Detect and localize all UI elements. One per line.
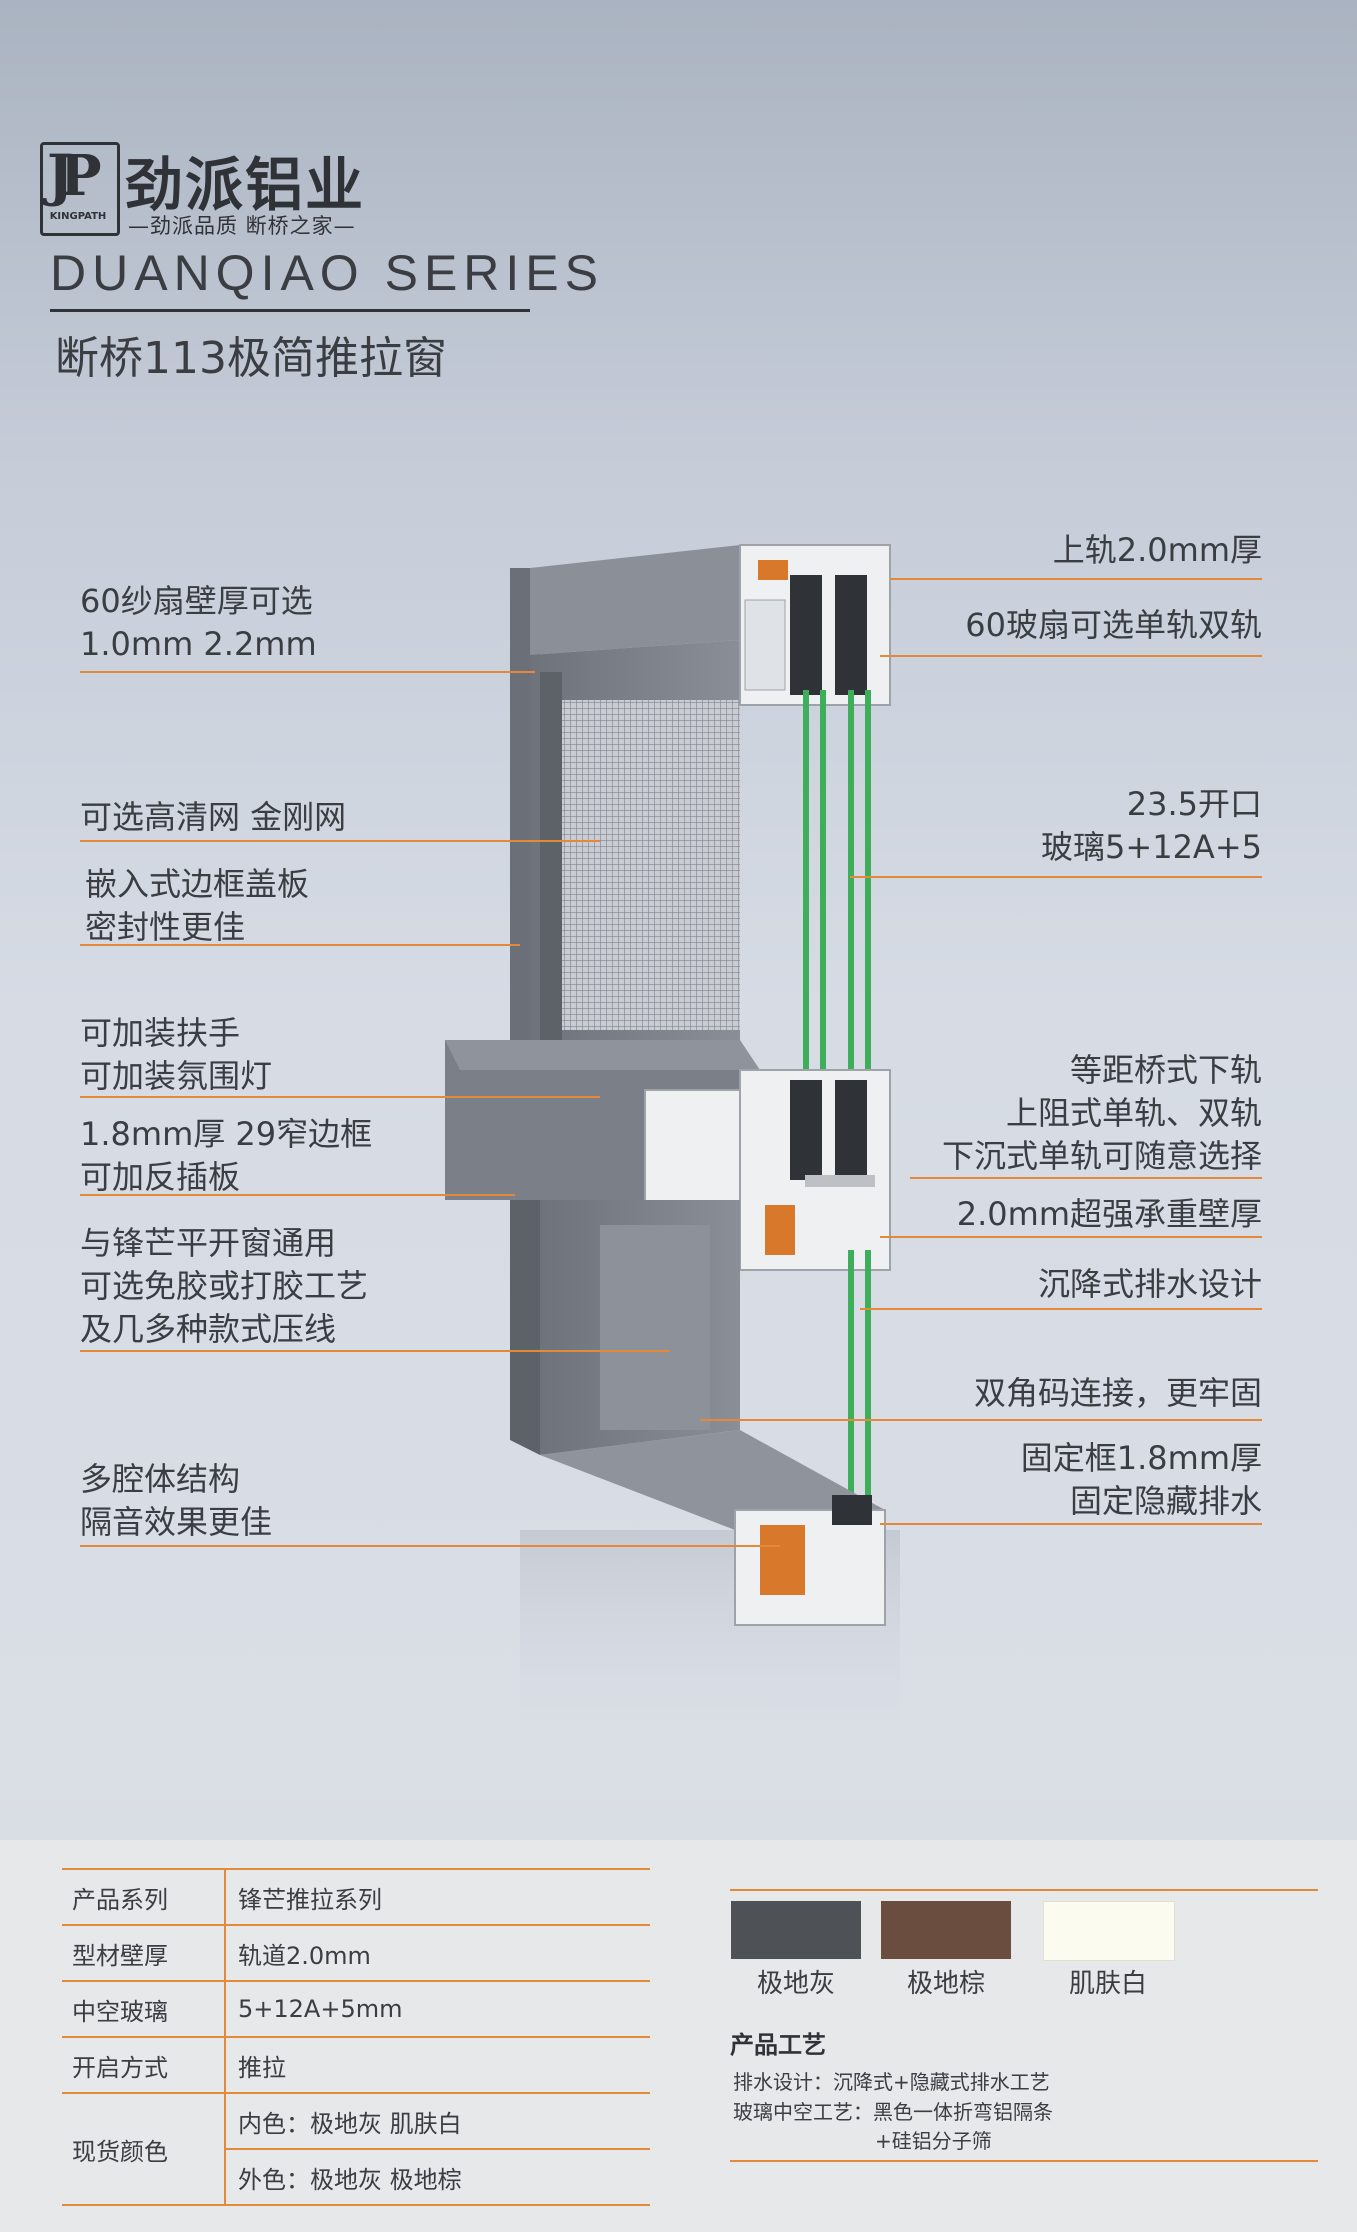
callout-top-rail: 上轨2.0mm厚 (1052, 531, 1262, 569)
spec-key: 中空玻璃 (62, 1981, 226, 2038)
table-row: 开启方式 推拉 (62, 2037, 650, 2094)
spec-key: 现货颜色 (62, 2093, 226, 2206)
top-rail-gasket-2 (835, 575, 867, 695)
callout-cover-plate-leader (80, 944, 520, 946)
swatch-label: 极地棕 (906, 1969, 985, 1999)
bottom-rail-track (805, 1175, 875, 1187)
bottom-sill-gasket (832, 1495, 872, 1525)
callout-screen-mesh-leader (80, 840, 600, 842)
swatch-divider (730, 1889, 1318, 1891)
sash-top-rail (530, 545, 740, 655)
callout-bottom-rail-leader (910, 1177, 1262, 1179)
middle-sill-top (445, 1040, 760, 1070)
spec-value: 轨道2.0mm (225, 1925, 650, 1982)
product-title: 断桥113极简推拉窗 (55, 333, 447, 384)
color-swatch-white (1043, 1901, 1175, 1961)
craft-divider (730, 2160, 1318, 2162)
series-title: DUANQIAO SERIES (50, 245, 604, 301)
callout-handle-light-leader (80, 1096, 600, 1098)
table-row: 产品系列 锋芒推拉系列 (62, 1868, 650, 1926)
callout-handle-light: 可加装扶手可加装氛围灯 (80, 1014, 273, 1095)
window-profile-illustration (445, 544, 900, 1750)
bottom-sill-profile (734, 1509, 886, 1626)
bottom-rail-thermal-strip (765, 1205, 795, 1255)
logo-frame (40, 142, 120, 236)
swatch-label: 极地灰 (756, 1969, 835, 1999)
bottom-sill-thermal-strip (760, 1525, 805, 1595)
swatch-label: 肌肤白 (1068, 1969, 1147, 1999)
craft-line: +硅铝分子筛 (875, 2129, 992, 2153)
callout-screen-mesh: 可选高清网 金刚网 (80, 798, 347, 836)
glass-pane-3 (848, 690, 854, 1070)
callout-corner-connector-leader (700, 1419, 1262, 1421)
callout-top-rail-leader (890, 578, 1262, 580)
spec-value: 5+12A+5mm (225, 1981, 650, 2038)
callout-corner-connector: 双角码连接，更牢固 (973, 1374, 1262, 1412)
glass-pane-4 (865, 690, 871, 1070)
spec-key: 开启方式 (62, 2037, 226, 2094)
callout-glass-sash: 60玻扇可选单轨双轨 (965, 606, 1262, 644)
callout-load-wall-leader (880, 1236, 1262, 1238)
spec-value: 外色：极地灰 极地棕 (225, 2149, 650, 2206)
table-row: 中空玻璃 5+12A+5mm (62, 1981, 650, 2038)
brand-slogan: —劲派品质 断桥之家— (128, 214, 356, 238)
callout-narrow-frame: 1.8mm厚 29窄边框可加反插板 (80, 1115, 373, 1196)
callout-cover-plate: 嵌入式边框盖板密封性更佳 (85, 865, 310, 946)
fixed-glass-pane-2 (865, 1250, 871, 1510)
callout-glazing-bead: 与锋芒平开窗通用可选免胶或打胶工艺及几多种款式压线 (80, 1224, 369, 1348)
spec-value: 推拉 (225, 2037, 650, 2094)
brand-name: 劲派铝业 (125, 151, 366, 219)
color-swatch-gray (731, 1901, 861, 1959)
table-row: 外色：极地灰 极地棕 (62, 2149, 650, 2206)
fixed-frame-panel (600, 1225, 710, 1430)
color-swatch-brown (881, 1901, 1011, 1959)
sash-inner-edge (540, 672, 562, 1042)
spec-table: 产品系列 锋芒推拉系列 型材壁厚 轨道2.0mm 中空玻璃 5+12A+5mm … (62, 1868, 650, 2206)
callout-narrow-frame-leader (80, 1194, 515, 1196)
glass-pane-2 (820, 690, 826, 1070)
top-rail-gasket-1 (790, 575, 822, 695)
craft-title: 产品工艺 (730, 2031, 826, 2059)
craft-line: 玻璃中空工艺：黑色一体折弯铝隔条 (733, 2100, 1053, 2124)
glass-pane-1 (803, 690, 809, 1070)
spec-key: 型材壁厚 (62, 1925, 226, 1982)
callout-sash-wall-leader (80, 671, 535, 673)
logo-subtext: KINGPATH (49, 211, 107, 222)
callout-load-wall: 2.0mm超强承重壁厚 (956, 1195, 1262, 1233)
table-row: 型材壁厚 轨道2.0mm (62, 1925, 650, 1982)
fixed-glass-pane-1 (848, 1250, 854, 1510)
top-rail-thermal-strip (758, 560, 788, 580)
spec-value: 锋芒推拉系列 (225, 1868, 650, 1926)
callout-fixed-frame-leader (880, 1523, 1262, 1525)
callout-fixed-frame: 固定框1.8mm厚固定隐藏排水 (1020, 1439, 1262, 1520)
callout-multi-chamber-leader (80, 1545, 780, 1547)
spec-value: 内色：极地灰 肌肤白 (225, 2093, 650, 2150)
callout-bottom-rail: 等距桥式下轨上阻式单轨、双轨下沉式单轨可随意选择 (941, 1051, 1262, 1175)
logo-mark: JP (47, 143, 102, 209)
bottom-rail-gasket-1 (790, 1080, 822, 1180)
callout-glass-spec-leader (850, 876, 1262, 878)
fixed-frame-left (510, 1200, 540, 1455)
top-rail-chamber (744, 599, 786, 691)
callout-glass-sash-leader (880, 655, 1262, 657)
callout-drainage: 沉降式排水设计 (1037, 1265, 1262, 1303)
insect-screen-mesh (560, 700, 740, 1030)
table-row: 现货颜色 内色：极地灰 肌肤白 (62, 2093, 650, 2206)
craft-line: 排水设计：沉降式+隐藏式排水工艺 (733, 2070, 1050, 2094)
spec-key: 产品系列 (62, 1868, 226, 1926)
callout-glass-spec: 23.5开口玻璃5+12A+5 (1041, 785, 1262, 866)
bottom-rail-gasket-2 (835, 1080, 867, 1180)
callout-multi-chamber: 多腔体结构隔音效果更佳 (80, 1460, 273, 1541)
series-underline (50, 309, 530, 312)
callout-glazing-bead-leader (80, 1350, 670, 1352)
bottom-sill-top (540, 1430, 885, 1530)
callout-drainage-leader (860, 1308, 1262, 1310)
